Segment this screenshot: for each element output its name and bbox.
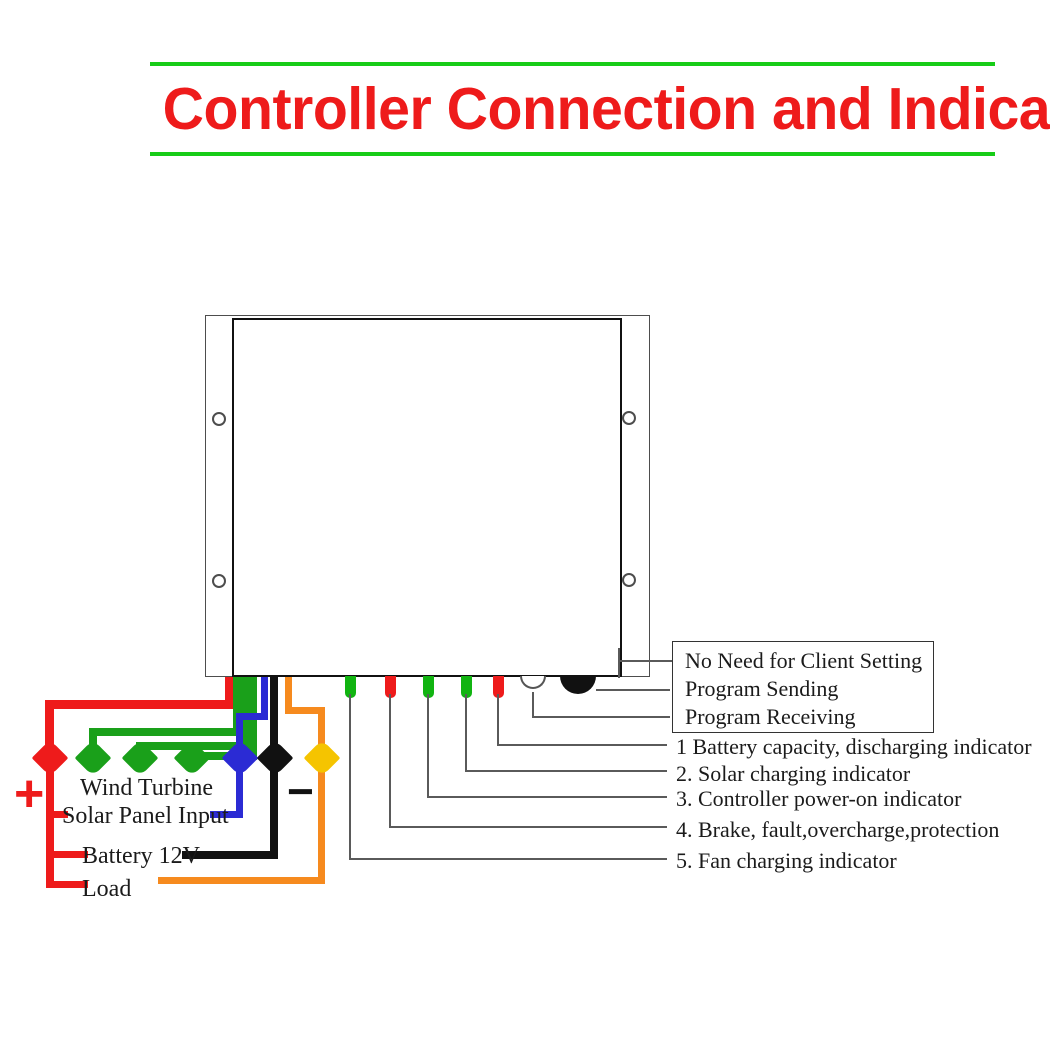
leader-led-2-horizontal <box>465 770 667 772</box>
led-battery-capacity <box>493 676 504 698</box>
polarity-plus: + <box>14 765 45 823</box>
polarity-minus: − <box>287 765 314 817</box>
wire-red-stub-solar <box>46 811 68 818</box>
wire-black-battery-run <box>182 851 278 859</box>
wire-orange-controller-riser <box>285 677 292 713</box>
label-battery-12v: Battery 12V <box>82 843 200 869</box>
wire-blue-label-drop <box>236 758 243 818</box>
wire-blue-label-run <box>210 811 243 818</box>
wire-red-bus-vertical <box>46 758 54 888</box>
port-program-sending <box>560 676 596 694</box>
mount-hole-bottom-left <box>212 574 226 588</box>
legend-item-1: 1 Battery capacity, discharging indicato… <box>676 734 1032 759</box>
callout-program-receiving: Program Receiving <box>685 704 856 729</box>
leader-client-setting-vertical <box>618 648 620 678</box>
leader-led-4-vertical <box>389 694 391 828</box>
wire-red-terminal-riser <box>45 700 54 760</box>
mount-hole-top-right <box>622 411 636 425</box>
legend-item-2: 2. Solar charging indicator <box>676 761 911 786</box>
wire-orange-terminal-drop <box>318 707 325 884</box>
wire-red-stub-battery <box>46 851 88 858</box>
wire-orange-load-run <box>158 877 325 884</box>
wire-blue-run <box>236 713 268 720</box>
led-brake-fault <box>385 676 396 698</box>
callout-no-client-setting: No Need for Client Setting <box>685 648 923 673</box>
leader-led-3-horizontal <box>427 796 667 798</box>
title-block: Controller Connection and Indicator <box>150 62 1050 156</box>
legend-item-3: 3. Controller power-on indicator <box>676 786 962 811</box>
wire-green-1-run <box>89 728 241 736</box>
leader-led-2-vertical <box>465 694 467 772</box>
mount-hole-top-left <box>212 412 226 426</box>
led-solar-charging <box>461 676 472 698</box>
leader-client-setting-horizontal <box>618 660 672 662</box>
wire-blue-terminal-riser <box>236 713 243 758</box>
leader-led-1-vertical <box>497 694 499 746</box>
title-rule-bottom <box>150 152 995 156</box>
wire-blue-controller-riser <box>261 677 268 719</box>
leader-led-3-vertical <box>427 694 429 798</box>
legend-item-5: 5. Fan charging indicator <box>676 848 897 873</box>
leader-led-5-horizontal <box>349 858 667 860</box>
controller-body <box>232 318 622 677</box>
callout-box: No Need for Client Setting Program Sendi… <box>672 641 934 733</box>
leader-program-receiving-vertical <box>532 692 534 718</box>
led-fan-charging <box>345 676 356 698</box>
leader-program-sending <box>596 689 670 691</box>
legend-item-4: 4. Brake, fault,overcharge,protection <box>676 817 1000 842</box>
callout-program-sending: Program Sending <box>685 676 839 701</box>
wire-red-stub-load <box>46 881 88 888</box>
leader-led-1-horizontal <box>497 744 667 746</box>
label-wind-turbine: Wind Turbine <box>80 775 214 801</box>
wire-red-controller-riser <box>225 677 234 709</box>
leader-led-4-horizontal <box>389 826 667 828</box>
leader-program-receiving-horizontal <box>532 716 670 718</box>
label-load: Load <box>82 876 132 902</box>
leader-led-5-vertical <box>349 694 351 860</box>
mount-hole-bottom-right <box>622 573 636 587</box>
wire-green-1-controller-riser <box>233 677 241 736</box>
label-solar-panel-input: Solar Panel Input <box>62 803 229 829</box>
page-title: Controller Connection and Indicator <box>162 76 1050 142</box>
led-power-on <box>423 676 434 698</box>
wire-orange-top-run <box>285 707 325 714</box>
title-rule-top <box>150 62 995 66</box>
wire-red-run <box>45 700 231 709</box>
terminal-wind-phase-1 <box>74 739 112 777</box>
port-program-receiving <box>520 676 546 689</box>
